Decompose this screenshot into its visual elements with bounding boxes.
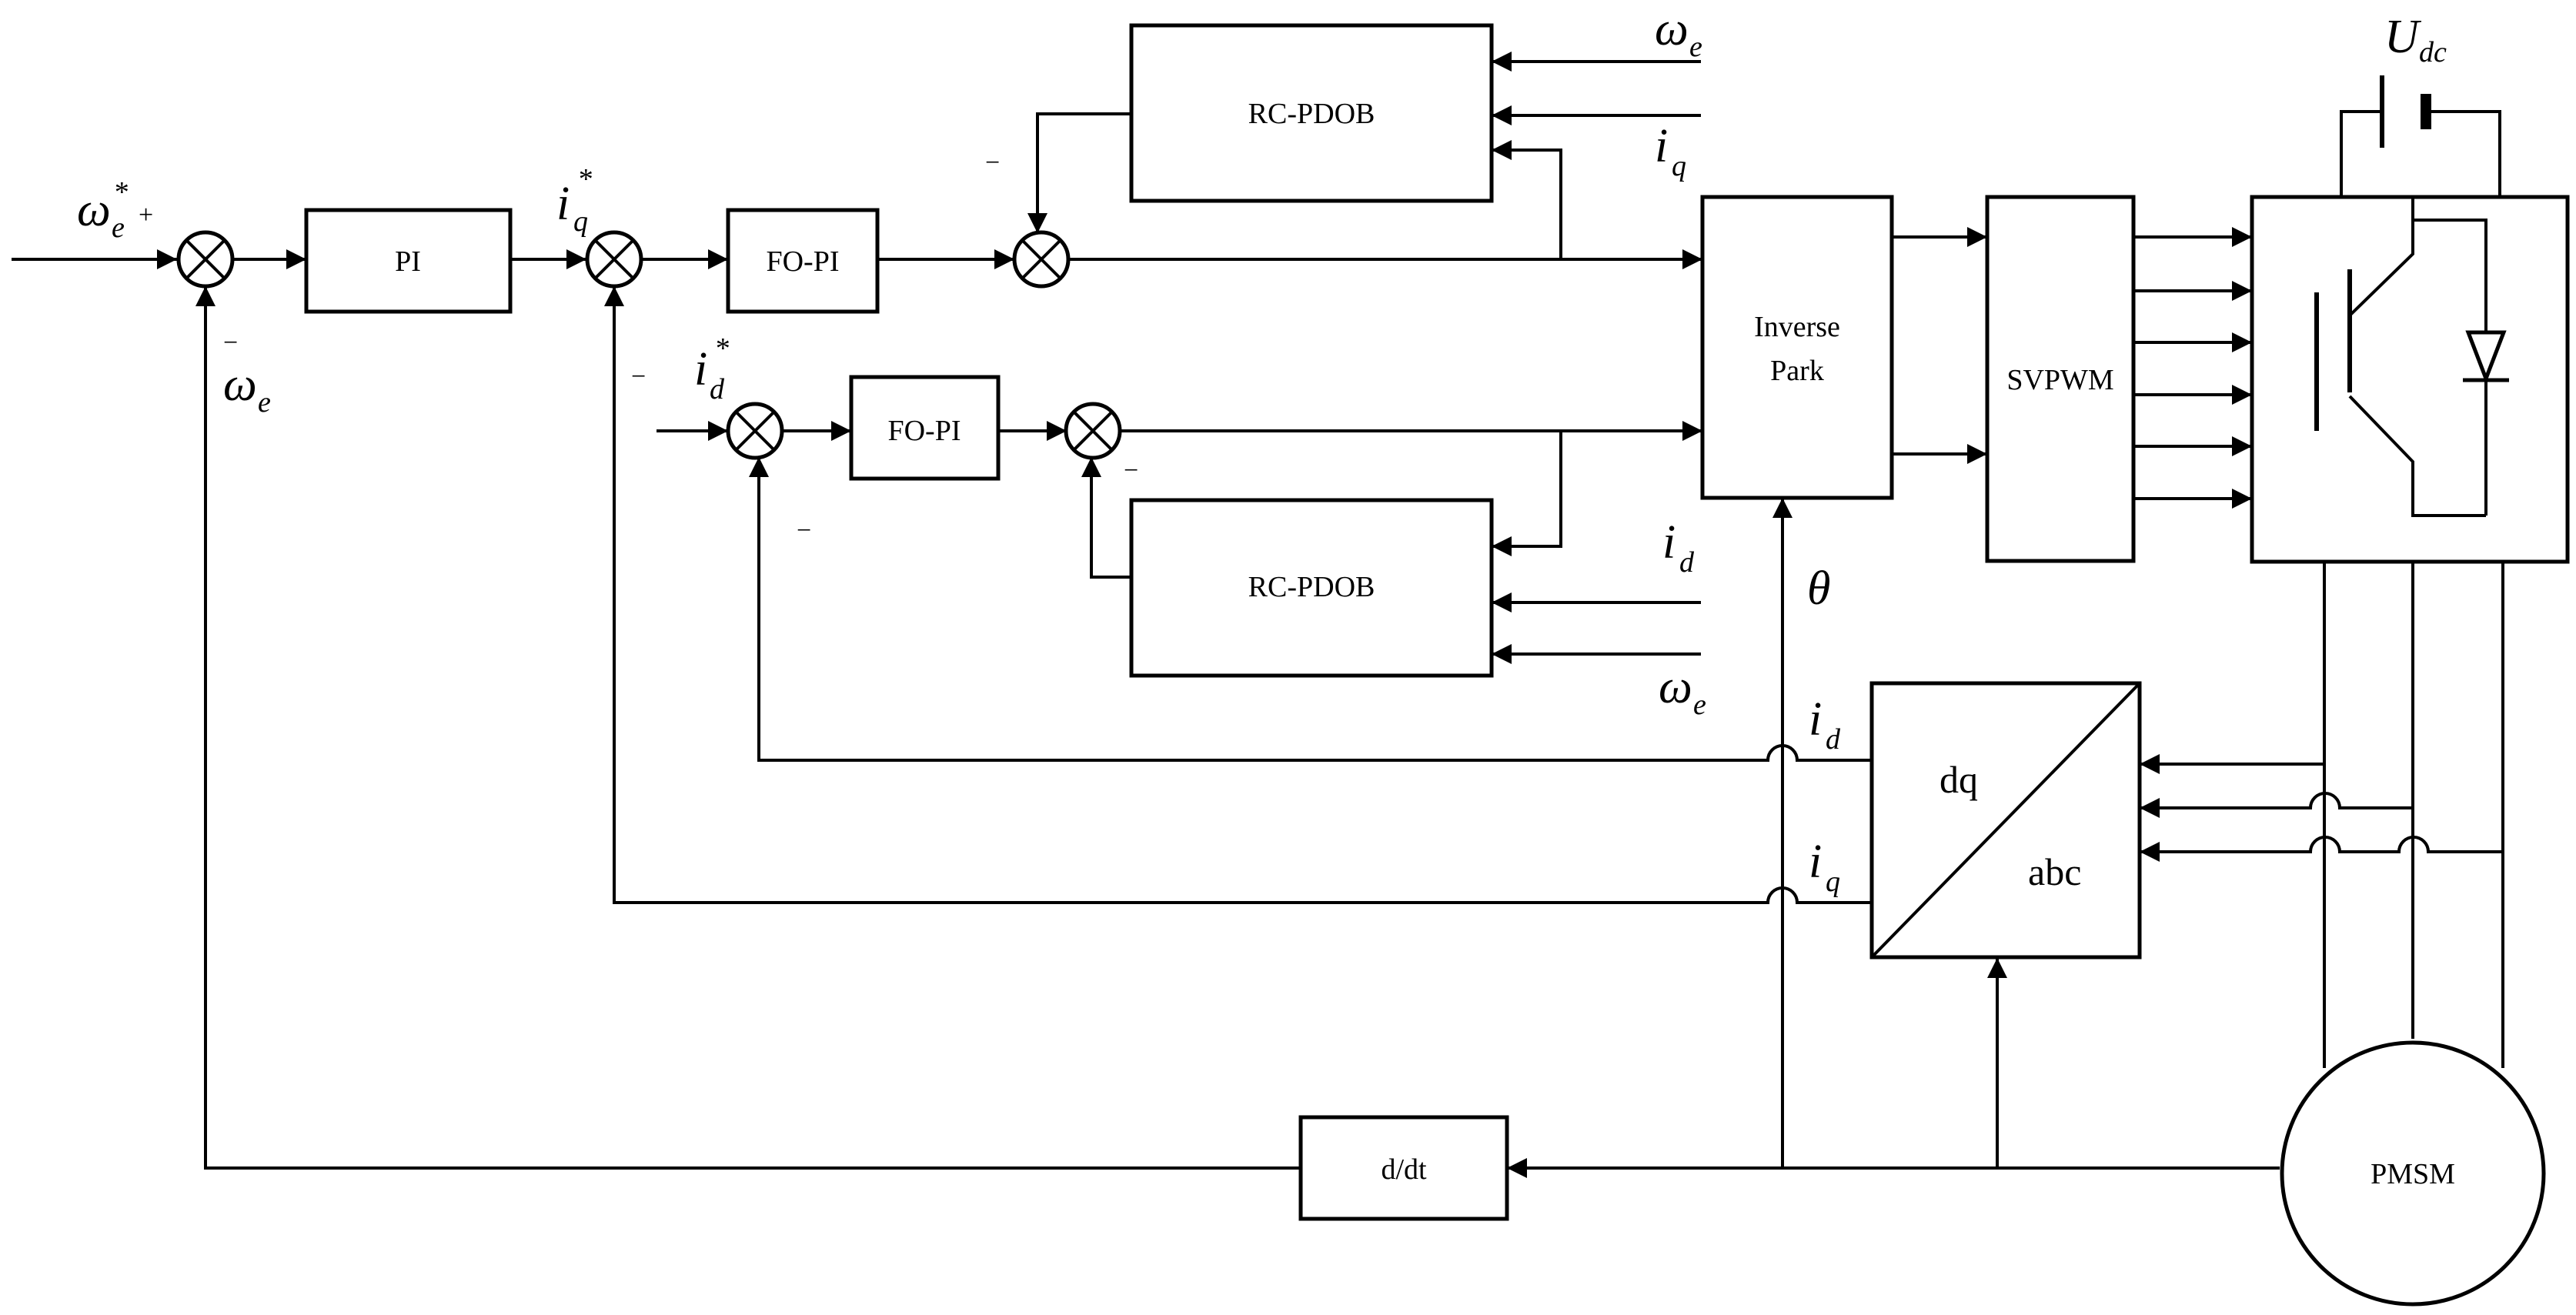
svg-text:ω: ω	[1655, 3, 1689, 55]
rc-pdob-bottom-label: RC-PDOB	[1248, 571, 1375, 603]
svg-text:*: *	[113, 176, 128, 209]
ddt-label: d/dt	[1381, 1153, 1427, 1186]
minus-sign: −	[223, 329, 238, 357]
pmsm-motor: PMSM	[2280, 1040, 2546, 1307]
label-iq-top: i q	[1655, 120, 1686, 182]
summing-junction-id	[726, 402, 784, 460]
inverse-park-block: Inverse Park	[1700, 195, 1894, 500]
fo-pi-q-label: FO-PI	[766, 245, 839, 278]
fo-pi-block-d: FO-PI	[849, 375, 1001, 481]
fo-pi-block-q: FO-PI	[726, 208, 880, 314]
label-omega-e-top: ω e	[1655, 3, 1702, 63]
svg-text:*: *	[714, 332, 729, 365]
label-omega-e-ref: ω e * +	[77, 176, 153, 244]
udc-subscript: dc	[2419, 36, 2447, 68]
minus-sign-id-feedback: −	[797, 516, 811, 545]
pi-block: PI	[304, 208, 513, 314]
svg-text:q: q	[1672, 150, 1686, 182]
label-omega-e-bottom: ω e	[1659, 661, 1706, 721]
svg-text:i: i	[1662, 516, 1676, 569]
label-id-ref: − i d *	[631, 332, 729, 406]
pmsm-label: PMSM	[2371, 1158, 2455, 1190]
signal-wires	[12, 52, 2504, 1178]
svg-text:e: e	[1693, 689, 1706, 721]
fo-pi-d-label: FO-PI	[887, 415, 961, 447]
plus-sign: +	[139, 201, 153, 229]
label-iq-feedback: i q	[1809, 836, 1840, 898]
diode-icon	[2465, 330, 2507, 384]
svg-text:ω: ω	[77, 184, 111, 236]
pi-block-label: PI	[395, 245, 421, 278]
svg-text:q: q	[573, 205, 588, 238]
svg-text:θ: θ	[1807, 562, 1830, 615]
svpwm-label: SVPWM	[2006, 364, 2113, 396]
svg-text:e: e	[258, 386, 271, 419]
minus-sign-ud: −	[1124, 456, 1138, 485]
summing-junction-iq	[585, 230, 643, 289]
svg-text:*: *	[577, 163, 592, 195]
svg-text:i: i	[1655, 120, 1668, 172]
dc-source: U dc	[2380, 11, 2447, 148]
svg-text:e: e	[112, 212, 125, 244]
svg-text:i: i	[694, 343, 707, 396]
summing-junction-speed	[176, 230, 235, 289]
label-omega-e-feedback: − ω e	[223, 329, 271, 419]
svg-text:i: i	[1809, 836, 1822, 888]
svpwm-block: SVPWM	[1985, 195, 2136, 563]
rc-pdob-top-label: RC-PDOB	[1248, 98, 1375, 130]
svg-text:i: i	[556, 178, 570, 230]
udc-symbol: U	[2384, 11, 2422, 63]
rc-pdob-block-bottom: RC-PDOB	[1129, 498, 1494, 678]
svg-text:d: d	[1826, 723, 1841, 756]
summing-junction-ud	[1064, 402, 1122, 460]
label-theta: θ	[1807, 562, 1830, 615]
minus-sign-uq: −	[985, 149, 1000, 177]
minus-sign: −	[631, 362, 646, 391]
svg-text:ω: ω	[1659, 661, 1692, 713]
svg-text:d: d	[1679, 546, 1695, 579]
inverse-park-label-line1: Inverse	[1754, 311, 1840, 343]
label-iq-ref: i q *	[556, 163, 592, 238]
summing-junction-uq	[1012, 230, 1071, 289]
rc-pdob-block-top: RC-PDOB	[1129, 23, 1494, 203]
svg-text:d: d	[710, 373, 725, 406]
inverse-park-label-line2: Park	[1770, 355, 1824, 387]
dq-label: dq	[1940, 758, 1978, 801]
abc-label: abc	[2028, 850, 2081, 893]
ddt-block: d/dt	[1298, 1115, 1509, 1221]
svg-text:e: e	[1689, 31, 1702, 63]
svg-text:ω: ω	[223, 359, 257, 411]
dq-abc-transform-block: dq abc	[1869, 681, 2142, 960]
svg-text:q: q	[1826, 866, 1840, 898]
label-id-feedback: i d	[1809, 693, 1841, 756]
label-id-bottom: i d	[1662, 516, 1695, 579]
inverter-block	[2250, 195, 2570, 564]
svg-text:i: i	[1809, 693, 1822, 746]
